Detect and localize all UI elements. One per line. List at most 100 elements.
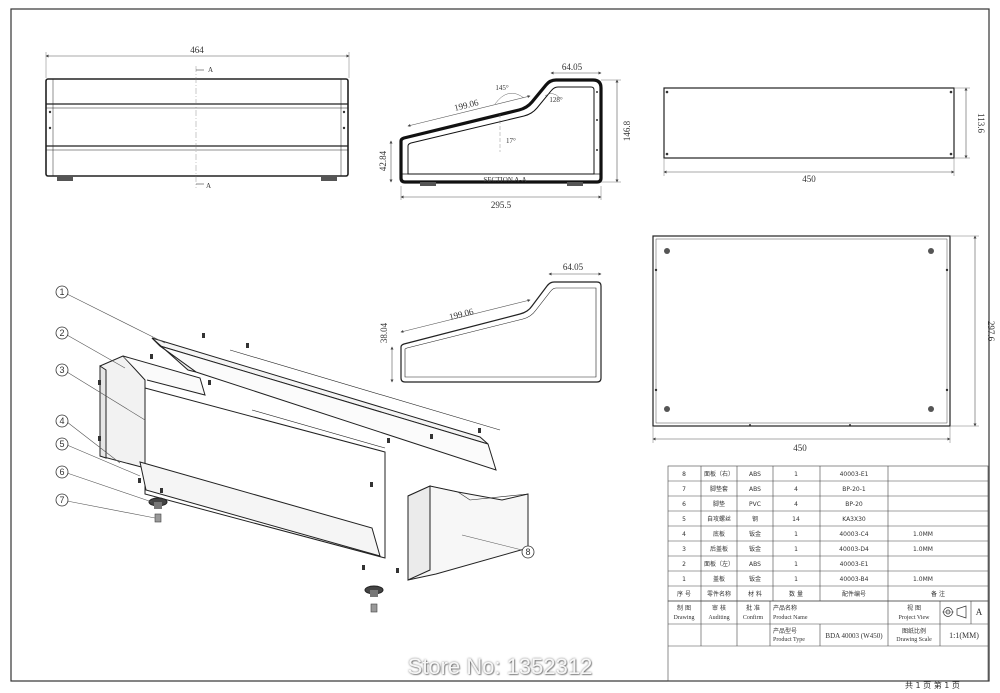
svg-text:数 量: 数 量 xyxy=(789,590,803,598)
bom-table-grid xyxy=(667,465,989,602)
svg-text:40003-E1: 40003-E1 xyxy=(840,561,869,568)
svg-text:钢: 钢 xyxy=(752,515,758,523)
side-dim-left: 38.04 xyxy=(379,322,389,343)
tb-scale-en: Drawing Scale xyxy=(896,637,932,643)
exploded-view xyxy=(98,333,529,613)
callout-8: 8 xyxy=(525,547,530,557)
plate-width-dim: 450 xyxy=(793,443,807,453)
svg-text:底板: 底板 xyxy=(713,530,725,538)
section-view xyxy=(389,71,621,200)
sheet-count: 共 1 页 第 1 页 xyxy=(905,681,960,690)
svg-text:材 料: 材 料 xyxy=(748,590,762,598)
svg-text:面板（右）: 面板（右） xyxy=(704,470,734,478)
svg-text:8: 8 xyxy=(682,471,686,478)
svg-text:BP-20-1: BP-20-1 xyxy=(842,486,866,493)
callout-circles xyxy=(55,285,535,559)
svg-text:ABS: ABS xyxy=(749,561,761,568)
section-mark-bottom: A xyxy=(206,182,211,190)
svg-text:40003-B4: 40003-B4 xyxy=(840,576,869,583)
side-dim-top: 64.05 xyxy=(563,262,584,272)
plate-height-dim: 297.6 xyxy=(986,321,996,342)
callout-leaders xyxy=(66,293,523,551)
front-view xyxy=(45,52,350,188)
table-row: 6 脚垫 PVC 4 BP-20 xyxy=(682,500,863,508)
svg-text:零件名称: 零件名称 xyxy=(707,590,731,598)
svg-text:4: 4 xyxy=(794,486,798,493)
svg-text:PVC: PVC xyxy=(749,501,761,508)
svg-text:备 注: 备 注 xyxy=(931,590,945,598)
section-angle-c: 17° xyxy=(506,137,516,145)
section-mark-top: A xyxy=(208,66,213,74)
svg-text:3: 3 xyxy=(682,546,686,553)
svg-text:脚垫: 脚垫 xyxy=(713,500,725,508)
section-dim-left: 42.84 xyxy=(378,150,388,171)
svg-text:1.0MM: 1.0MM xyxy=(913,531,933,538)
callout-5: 5 xyxy=(59,439,64,449)
side-dim-slope: 199.06 xyxy=(448,306,475,322)
table-row: 5 自攻螺丝 钢 14 KA3X30 xyxy=(682,515,866,523)
svg-text:4: 4 xyxy=(682,531,686,538)
tb-drawing-en: Drawing xyxy=(674,615,695,621)
svg-text:自攻螺丝: 自攻螺丝 xyxy=(707,515,731,523)
svg-text:钣金: 钣金 xyxy=(749,530,761,538)
svg-text:序 号: 序 号 xyxy=(677,590,691,598)
table-row: 4 底板 钣金 1 40003-C4 1.0MM xyxy=(682,530,933,538)
section-dim-top: 64.05 xyxy=(562,62,583,72)
table-row: 8 面板（右） ABS 1 40003-E1 xyxy=(682,470,869,478)
table-row: 7 脚垫套 ABS 4 BP-20-1 xyxy=(682,485,866,493)
callout-3: 3 xyxy=(59,365,64,375)
bom-rows: 8 面板（右） ABS 1 40003-E1 7 脚垫套 ABS 4 BP-20… xyxy=(677,470,945,598)
tb-confirm-cn: 批 准 xyxy=(746,604,760,612)
svg-text:1: 1 xyxy=(794,546,798,553)
svg-text:BP-20: BP-20 xyxy=(845,501,863,508)
svg-text:40003-E1: 40003-E1 xyxy=(840,471,869,478)
svg-text:40003-C4: 40003-C4 xyxy=(839,531,868,538)
tb-product-name-cn: 产品名称 xyxy=(773,604,797,612)
svg-text:14: 14 xyxy=(792,516,800,523)
svg-text:1: 1 xyxy=(794,531,798,538)
projection-symbol-icon xyxy=(942,605,967,619)
svg-text:4: 4 xyxy=(794,501,798,508)
svg-text:ABS: ABS xyxy=(749,471,761,478)
tb-scale-cn: 图纸比例 xyxy=(902,627,926,635)
svg-text:钣金: 钣金 xyxy=(749,575,761,583)
callout-2: 2 xyxy=(59,328,64,338)
svg-text:40003-D4: 40003-D4 xyxy=(839,546,869,553)
svg-text:1: 1 xyxy=(794,471,798,478)
svg-text:1: 1 xyxy=(794,561,798,568)
tb-confirm-en: Confirm xyxy=(743,614,764,621)
section-dim-height: 146.8 xyxy=(622,120,632,141)
tb-product-type-cn: 产品型号 xyxy=(773,627,797,635)
svg-text:5: 5 xyxy=(682,516,686,523)
svg-text:1: 1 xyxy=(682,576,686,583)
front-width-dim: 464 xyxy=(190,45,204,55)
section-dim-base: 295.5 xyxy=(491,200,512,210)
svg-text:1: 1 xyxy=(794,576,798,583)
tb-product-name-en: Product Name xyxy=(773,615,808,621)
tb-drawing-cn: 制 图 xyxy=(677,604,691,612)
tb-project-view-cn: 视 图 xyxy=(907,604,921,612)
tb-project-view-en: Project View xyxy=(898,615,930,621)
table-row: 2 面板（左） ABS 1 40003-E1 xyxy=(682,560,869,568)
table-header-row: 序 号 零件名称 材 料 数 量 配件编号 备 注 xyxy=(677,590,945,598)
svg-text:脚垫套: 脚垫套 xyxy=(710,485,728,493)
section-dim-slope: 199.06 xyxy=(453,97,480,113)
svg-text:1.0MM: 1.0MM xyxy=(913,576,933,583)
table-row: 3 后盖板 钣金 1 40003-D4 1.0MM xyxy=(682,545,933,553)
svg-text:7: 7 xyxy=(682,486,686,493)
section-angle-a: 145° xyxy=(495,84,509,92)
side-profile-view xyxy=(390,272,602,383)
bottom-plate-view xyxy=(652,235,979,443)
svg-text:钣金: 钣金 xyxy=(749,545,761,553)
top-width-dim: 450 xyxy=(802,174,816,184)
callout-7: 7 xyxy=(59,495,64,505)
svg-text:ABS: ABS xyxy=(749,486,761,493)
section-label: SECTION A-A xyxy=(483,176,526,184)
callout-4: 4 xyxy=(59,416,64,426)
tb-scale-value: 1:1(MM) xyxy=(949,631,979,640)
svg-text:面板（左）: 面板（左） xyxy=(704,560,734,568)
callout-6: 6 xyxy=(59,467,64,477)
tb-auditing-cn: 审 核 xyxy=(712,604,726,612)
svg-text:KA3X30: KA3X30 xyxy=(842,516,866,523)
